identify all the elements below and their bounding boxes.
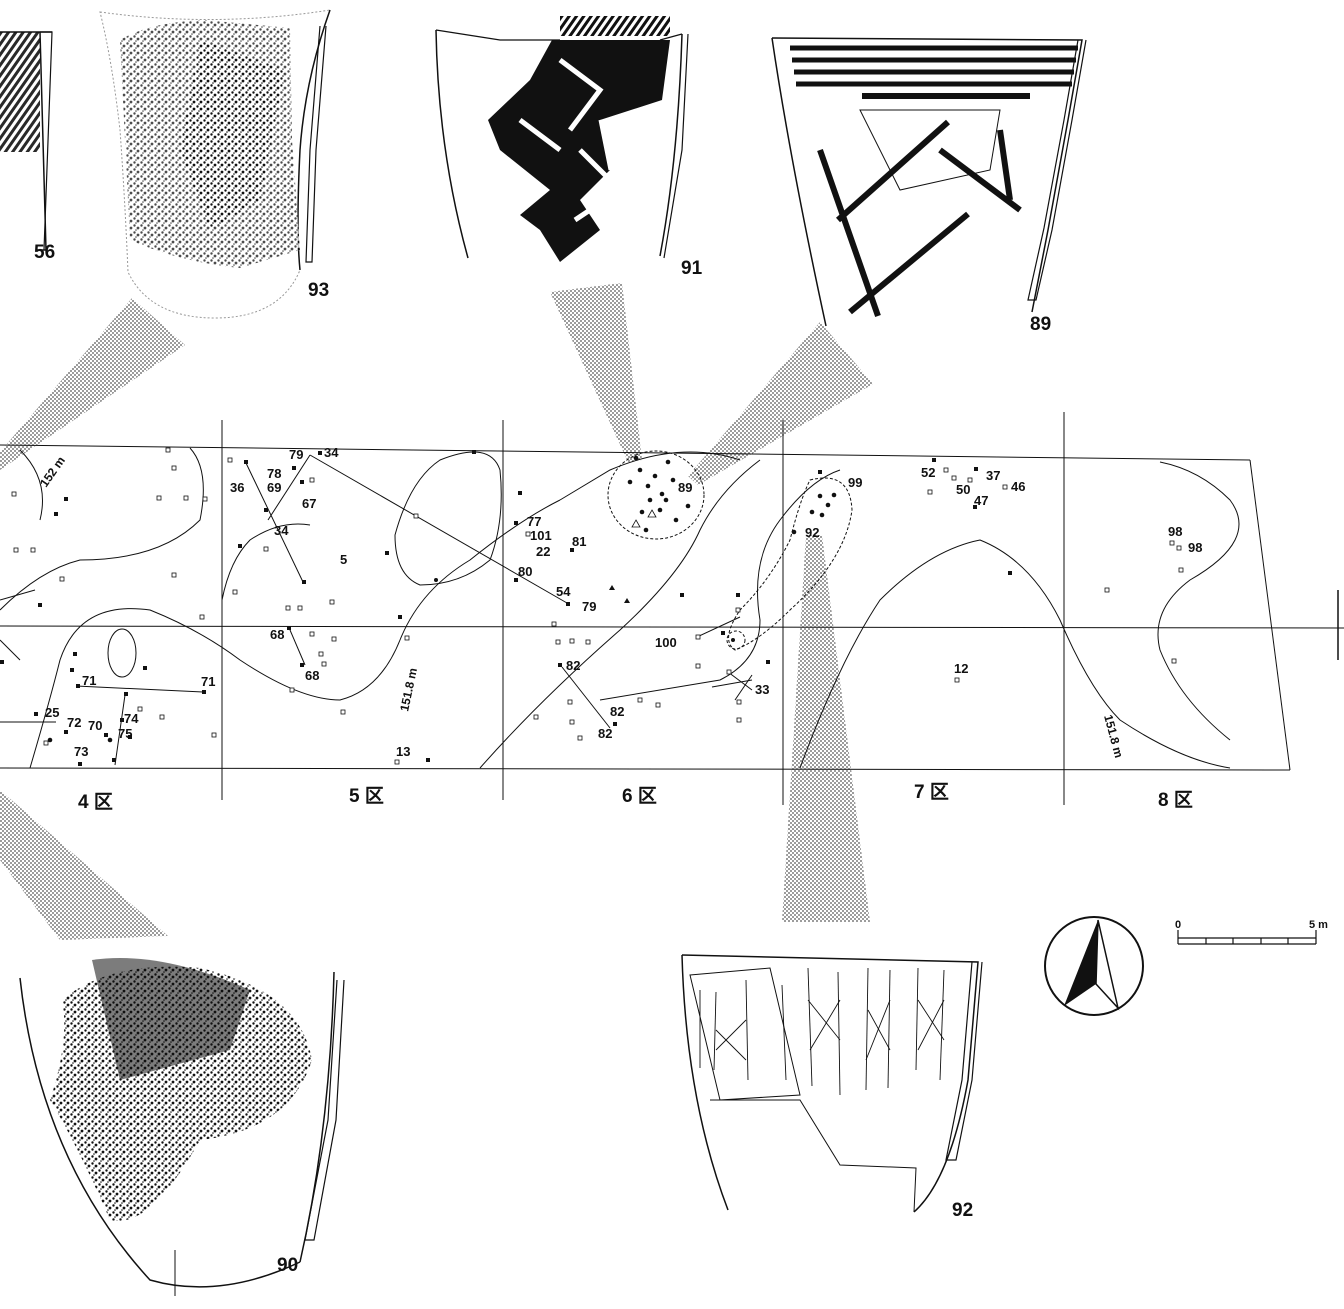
find-label: 80: [518, 564, 532, 579]
pointer-wedges: [0, 283, 873, 940]
find-label: 92: [805, 525, 819, 540]
vessel-89-label: 89: [1030, 314, 1051, 335]
find-label: 37: [986, 468, 1000, 483]
vessel-89-drawing: 89: [771, 37, 1087, 335]
find-label: 100: [655, 635, 677, 650]
find-label: 71: [201, 674, 215, 689]
find-markers: [0, 447, 1184, 766]
find-label: 75: [118, 726, 132, 741]
find-label: 33: [755, 682, 769, 697]
zone-label: 5 区: [349, 786, 384, 807]
find-label: 79: [289, 447, 303, 462]
vessel-56-drawing: 56: [0, 31, 55, 263]
find-label: 101: [530, 528, 552, 543]
find-labels: 79 34 78 69 36 67 34 5 68 68 71 71 25 72…: [45, 445, 1202, 759]
find-label: 68: [305, 668, 319, 683]
vessel-93-label: 93: [308, 280, 329, 301]
find-label: 78: [267, 466, 281, 481]
find-label: 25: [45, 705, 59, 720]
find-label: 47: [974, 493, 988, 508]
find-label: 52: [921, 465, 935, 480]
north-arrow-icon: [1044, 916, 1144, 1016]
vessel-91-label: 91: [681, 258, 703, 279]
contour-label: 152 m: [37, 454, 68, 490]
find-label: 98: [1168, 524, 1182, 539]
find-label: 34: [324, 445, 339, 460]
zone-label: 6 区: [622, 786, 657, 807]
vessel-91-drawing: 91: [435, 16, 703, 279]
zone-label: 4 区: [78, 792, 113, 813]
vessel-90-drawing: 90: [19, 958, 345, 1296]
find-label: 36: [230, 480, 244, 495]
find-label: 79: [582, 599, 596, 614]
find-label: 22: [536, 544, 550, 559]
find-label: 99: [848, 475, 862, 490]
find-label: 34: [274, 523, 289, 538]
find-label: 67: [302, 496, 316, 511]
vessel-92-label: 92: [952, 1200, 973, 1221]
scale-bar: 0 5 m: [1175, 919, 1328, 945]
vessel-56-label: 56: [34, 242, 55, 263]
wedge-89: [688, 322, 873, 485]
find-label: 82: [566, 658, 580, 673]
find-label: 82: [610, 704, 624, 719]
find-label: 98: [1188, 540, 1202, 555]
wedge-91: [550, 283, 642, 462]
wedge-92: [782, 535, 870, 922]
vessel-93-drawing: 93: [99, 9, 331, 319]
vessel-90-label: 90: [277, 1255, 298, 1276]
wedge-90: [0, 790, 168, 940]
find-label: 5: [340, 552, 347, 567]
find-label: 54: [556, 584, 571, 599]
find-label: 13: [396, 744, 410, 759]
find-label: 70: [88, 718, 102, 733]
find-label: 69: [267, 480, 281, 495]
find-label: 82: [598, 726, 612, 741]
contour-label: 151.8 m: [397, 667, 420, 713]
vessel-92-drawing: 92: [681, 954, 983, 1221]
find-label: 68: [270, 627, 284, 642]
scale-start: 0: [1175, 919, 1181, 931]
find-label: 81: [572, 534, 586, 549]
find-label: 89: [678, 480, 692, 495]
wedge-93: [0, 298, 185, 470]
contour-label: 151.8 m: [1101, 713, 1126, 759]
site-plan: 79 34 78 69 36 67 34 5 68 68 71 71 25 72…: [0, 412, 1344, 813]
zone-label: 8 区: [1158, 790, 1193, 811]
find-label: 73: [74, 744, 88, 759]
find-label: 71: [82, 673, 96, 688]
find-label: 50: [956, 482, 970, 497]
scale-end: 5 m: [1309, 919, 1328, 931]
find-label: 74: [124, 711, 139, 726]
zone-label: 7 区: [914, 782, 949, 803]
find-label: 12: [954, 661, 968, 676]
find-label: 77: [527, 514, 541, 529]
find-label: 46: [1011, 479, 1025, 494]
find-label: 72: [67, 715, 81, 730]
